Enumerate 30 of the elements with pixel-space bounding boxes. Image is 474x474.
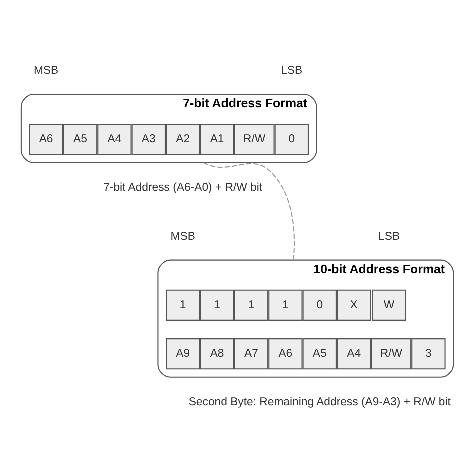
node-box: A9 (166, 338, 200, 370)
node-box: 3 (411, 338, 446, 370)
node-box: R/W (370, 338, 412, 370)
node-box: A7 (234, 338, 268, 370)
node-box: 1 (200, 290, 234, 321)
node-box: 1 (268, 290, 302, 321)
label: LSB (378, 230, 400, 243)
node-label: 7-bit Address (A6-A0) + R/W bit (103, 182, 262, 194)
node-box: X (336, 290, 371, 321)
node-box: A2 (166, 124, 200, 156)
node-box: A6 (268, 338, 302, 370)
node-box: R/W (234, 124, 274, 156)
node-box: A4 (336, 338, 371, 370)
node-box: 0 (302, 290, 336, 321)
node-box: 0 (274, 124, 308, 156)
node-box: W (372, 290, 406, 321)
node-box: A3 (131, 124, 166, 156)
node-box: A1 (200, 124, 234, 156)
node-box: A5 (62, 124, 98, 156)
node-label: Second Byte: Remaining Address (A9-A3) + R/W bit (188, 396, 450, 409)
label: LSB (280, 65, 302, 78)
node-box: 1 (166, 290, 200, 321)
node-box: A6 (28, 124, 63, 156)
label: MSB (170, 230, 195, 243)
node-box: A8 (200, 338, 234, 370)
node-box: 1 (234, 290, 268, 321)
label: MSB (33, 65, 58, 78)
node-box: A4 (97, 124, 132, 156)
connector (203, 162, 294, 260)
node-box: A5 (302, 338, 336, 370)
